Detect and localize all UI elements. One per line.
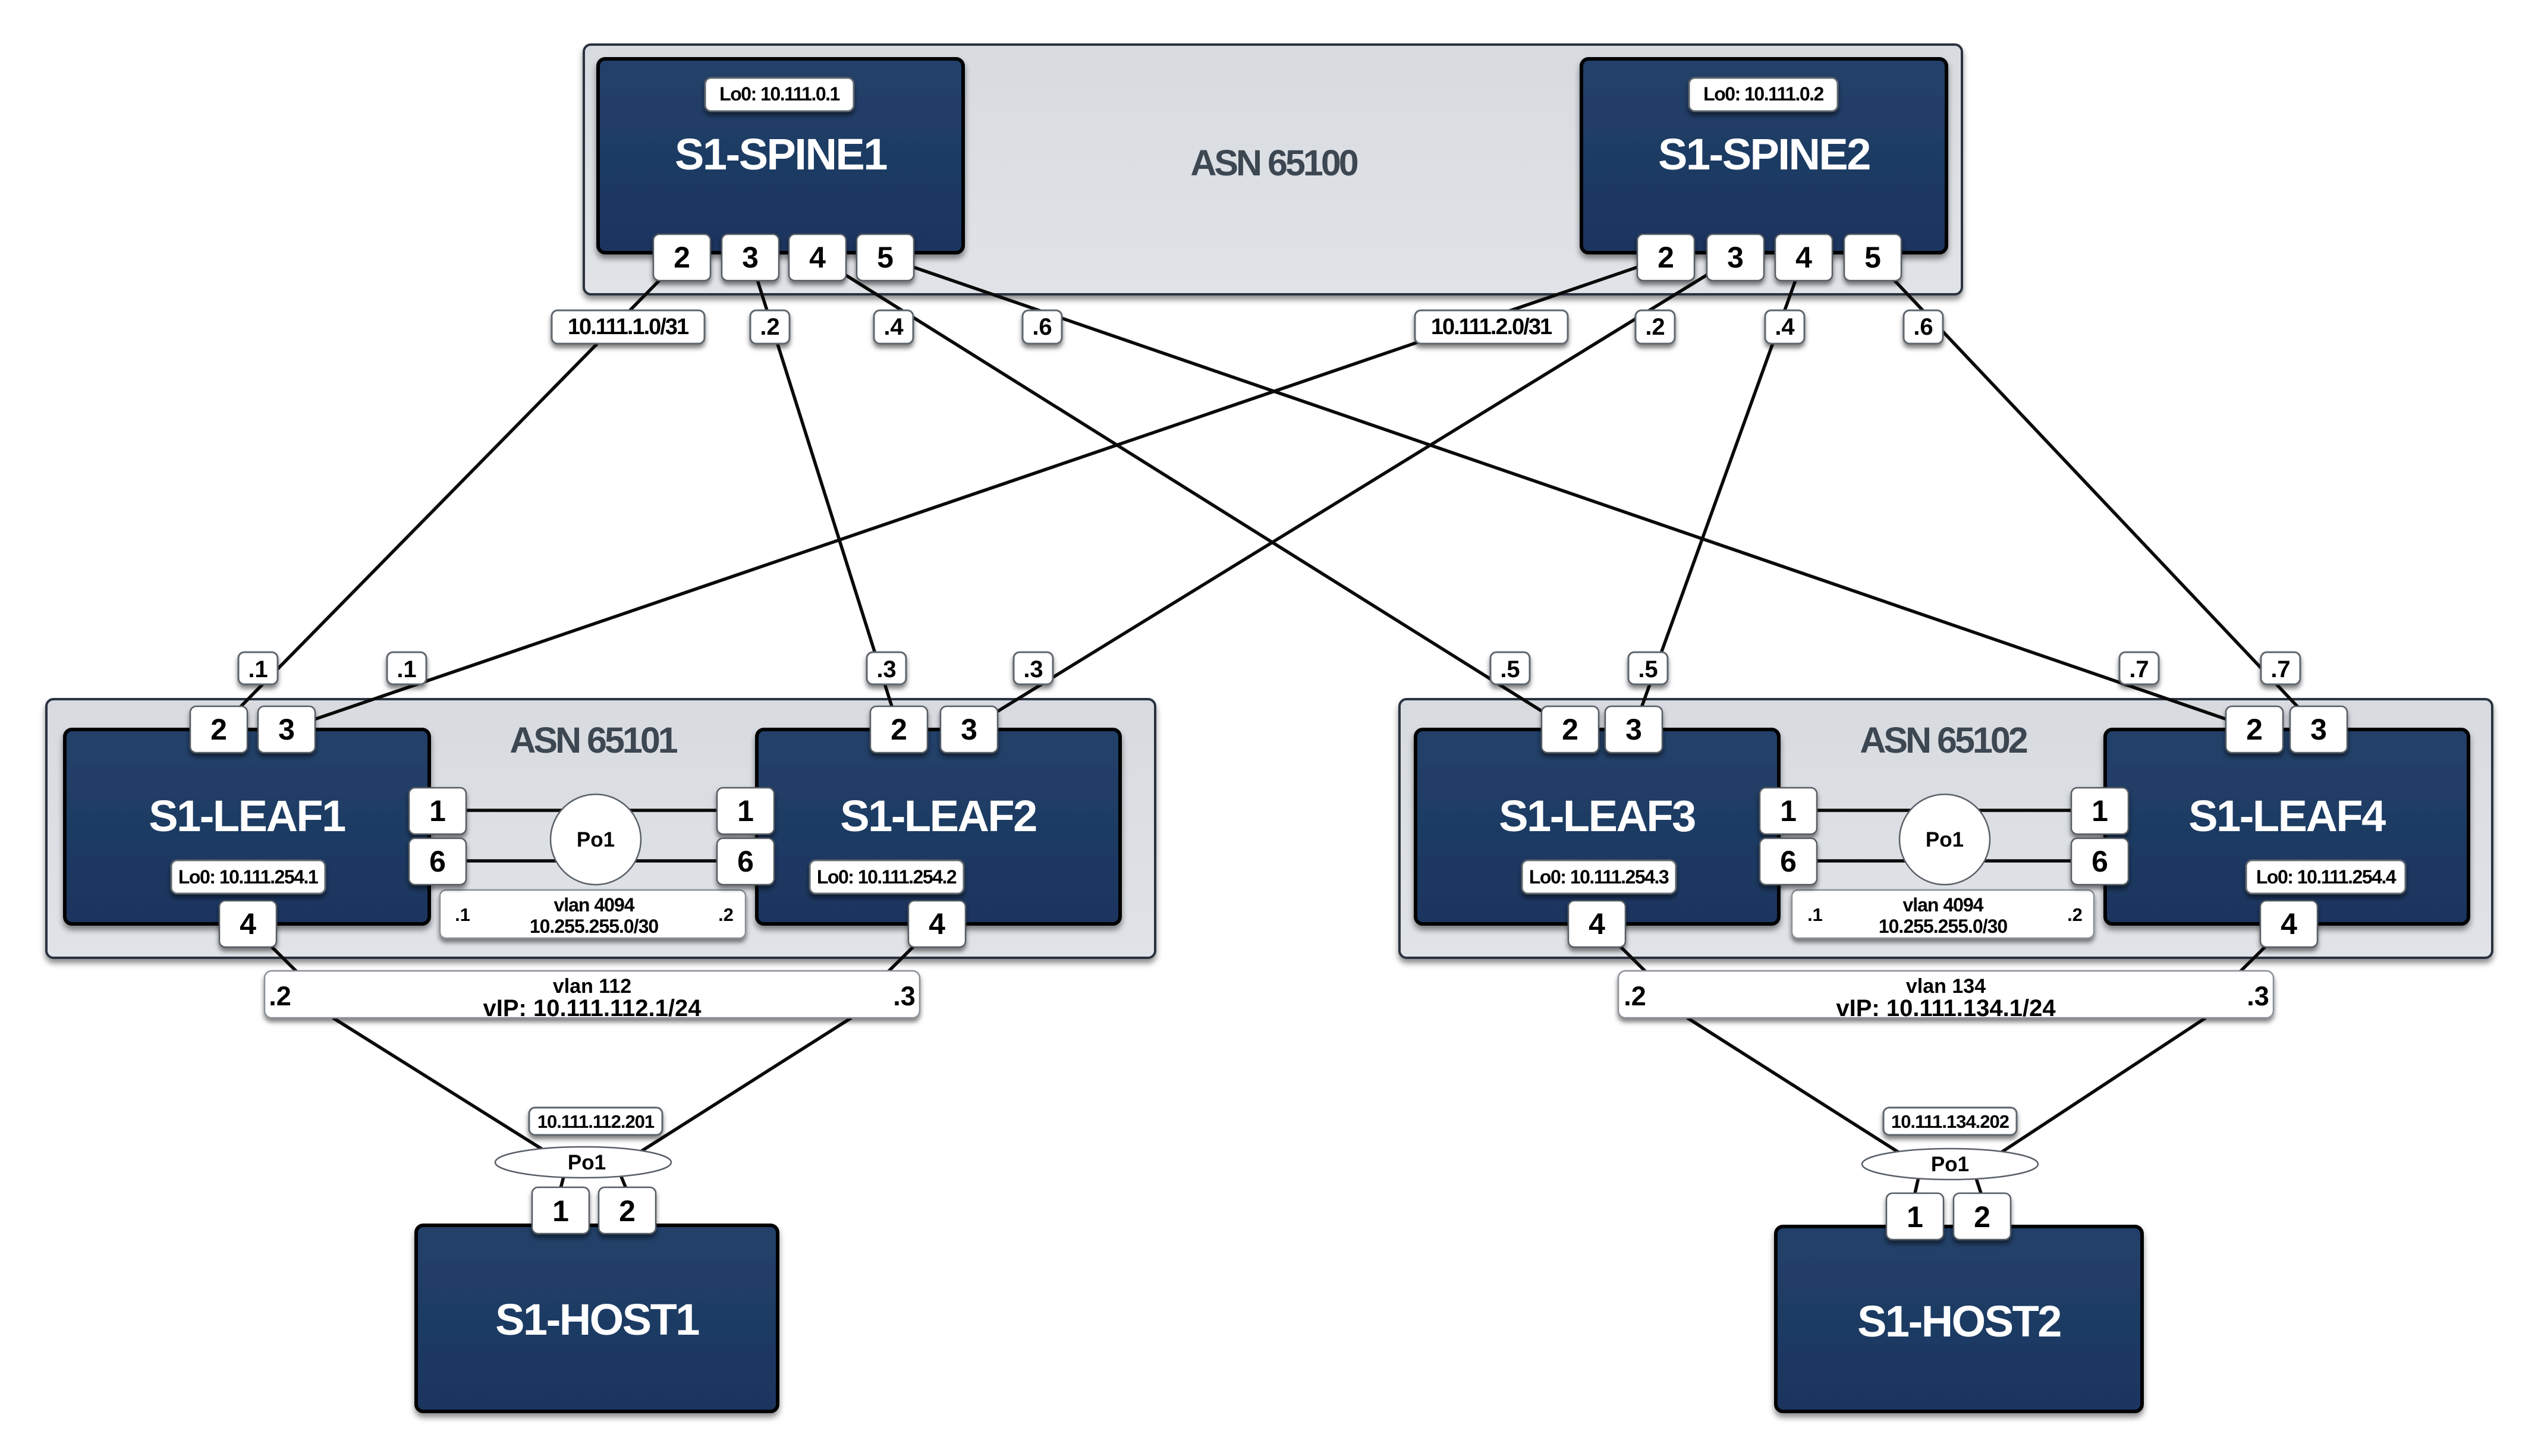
svg-text:.2: .2 — [1624, 981, 1646, 1011]
svg-text:1: 1 — [429, 794, 446, 828]
svg-text:3: 3 — [961, 713, 977, 746]
svg-text:1: 1 — [1780, 794, 1797, 828]
svg-text:3: 3 — [1625, 713, 1642, 746]
svg-text:3: 3 — [1727, 241, 1744, 274]
svg-text:6: 6 — [737, 845, 754, 878]
svg-text:2: 2 — [674, 241, 690, 274]
svg-text:.2: .2 — [2067, 904, 2083, 925]
svg-text:.3: .3 — [1023, 656, 1043, 683]
svg-text:10.111.1.0/31: 10.111.1.0/31 — [568, 315, 689, 339]
svg-text:2: 2 — [1658, 241, 1674, 274]
svg-text:.2: .2 — [269, 981, 291, 1011]
svg-text:Lo0: 10.111.254.2: Lo0: 10.111.254.2 — [817, 866, 957, 888]
svg-text:.4: .4 — [1775, 314, 1795, 340]
svg-text:10.111.112.201: 10.111.112.201 — [537, 1111, 655, 1132]
svg-text:Po1: Po1 — [1926, 828, 1964, 851]
svg-text:4: 4 — [2281, 907, 2297, 941]
svg-text:.3: .3 — [893, 981, 916, 1011]
svg-text:.1: .1 — [397, 656, 416, 683]
svg-text:.7: .7 — [2270, 656, 2290, 683]
svg-text:.5: .5 — [1500, 656, 1520, 683]
svg-text:1: 1 — [2092, 794, 2108, 828]
svg-text:2: 2 — [619, 1194, 636, 1228]
svg-text:5: 5 — [877, 241, 894, 274]
svg-text:4: 4 — [1589, 907, 1605, 941]
svg-text:Lo0: 10.111.0.2: Lo0: 10.111.0.2 — [1703, 83, 1823, 105]
svg-text:2: 2 — [1974, 1200, 1990, 1234]
svg-text:Po1: Po1 — [1931, 1153, 1969, 1176]
svg-text:S1-HOST2: S1-HOST2 — [1857, 1297, 2061, 1346]
svg-text:10.255.255.0/30: 10.255.255.0/30 — [530, 916, 659, 937]
svg-text:4: 4 — [809, 241, 826, 274]
svg-text:Po1: Po1 — [568, 1151, 606, 1174]
svg-text:vIP: 10.111.112.1/24: vIP: 10.111.112.1/24 — [483, 995, 702, 1021]
svg-text:.3: .3 — [2247, 981, 2269, 1011]
svg-text:.4: .4 — [883, 314, 904, 340]
svg-text:Lo0: 10.111.254.3: Lo0: 10.111.254.3 — [1529, 866, 1669, 888]
svg-text:2: 2 — [891, 713, 907, 746]
svg-text:S1-SPINE2: S1-SPINE2 — [1658, 130, 1870, 179]
svg-text:.2: .2 — [760, 314, 779, 340]
svg-text:vlan 4094: vlan 4094 — [553, 894, 634, 916]
svg-text:.1: .1 — [455, 904, 470, 925]
svg-text:10.111.134.202: 10.111.134.202 — [1891, 1111, 2009, 1132]
svg-text:6: 6 — [1780, 845, 1797, 878]
svg-text:2: 2 — [210, 713, 227, 746]
svg-text:S1-LEAF2: S1-LEAF2 — [840, 791, 1036, 841]
svg-text:1: 1 — [1907, 1200, 1923, 1234]
svg-text:vlan 112: vlan 112 — [553, 975, 631, 998]
svg-text:.2: .2 — [718, 904, 734, 925]
svg-text:3: 3 — [2310, 713, 2327, 746]
svg-text:S1-LEAF3: S1-LEAF3 — [1499, 791, 1695, 841]
svg-text:.7: .7 — [2129, 656, 2149, 683]
svg-text:Po1: Po1 — [577, 828, 615, 851]
svg-text:.6: .6 — [1913, 314, 1933, 340]
svg-text:.3: .3 — [876, 656, 896, 683]
svg-text:S1-SPINE1: S1-SPINE1 — [675, 130, 887, 179]
svg-text:3: 3 — [742, 241, 759, 274]
svg-text:3: 3 — [278, 713, 295, 746]
svg-text:.1: .1 — [1807, 904, 1823, 925]
svg-text:S1-LEAF4: S1-LEAF4 — [2188, 791, 2386, 841]
svg-text:1: 1 — [737, 794, 754, 828]
svg-text:S1-HOST1: S1-HOST1 — [495, 1295, 699, 1344]
svg-text:2: 2 — [2246, 713, 2263, 746]
svg-text:10.255.255.0/30: 10.255.255.0/30 — [1879, 916, 2008, 937]
svg-text:ASN 65100: ASN 65100 — [1190, 143, 1357, 183]
svg-text:S1-LEAF1: S1-LEAF1 — [149, 791, 345, 841]
svg-text:Lo0: 10.111.254.1: Lo0: 10.111.254.1 — [178, 866, 318, 888]
svg-text:10.111.2.0/31: 10.111.2.0/31 — [1431, 315, 1552, 339]
svg-text:5: 5 — [1864, 241, 1881, 274]
svg-text:6: 6 — [429, 845, 446, 878]
svg-text:.5: .5 — [1638, 656, 1658, 683]
svg-text:Lo0: 10.111.254.4: Lo0: 10.111.254.4 — [2256, 866, 2397, 888]
svg-text:1: 1 — [552, 1194, 569, 1228]
svg-text:ASN 65102: ASN 65102 — [1860, 720, 2027, 760]
svg-text:4: 4 — [929, 907, 945, 941]
svg-text:4: 4 — [240, 907, 256, 941]
svg-text:vIP: 10.111.134.1/24: vIP: 10.111.134.1/24 — [1836, 995, 2056, 1021]
svg-text:.2: .2 — [1645, 314, 1665, 340]
svg-text:6: 6 — [2092, 845, 2108, 878]
svg-text:2: 2 — [1562, 713, 1578, 746]
svg-text:.1: .1 — [248, 656, 268, 683]
svg-text:vlan 134: vlan 134 — [1906, 975, 1986, 998]
svg-text:4: 4 — [1795, 241, 1812, 274]
svg-text:ASN 65101: ASN 65101 — [510, 720, 677, 760]
svg-text:vlan 4094: vlan 4094 — [1902, 894, 1983, 916]
svg-text:.6: .6 — [1032, 314, 1052, 340]
svg-text:Lo0: 10.111.0.1: Lo0: 10.111.0.1 — [719, 83, 839, 105]
